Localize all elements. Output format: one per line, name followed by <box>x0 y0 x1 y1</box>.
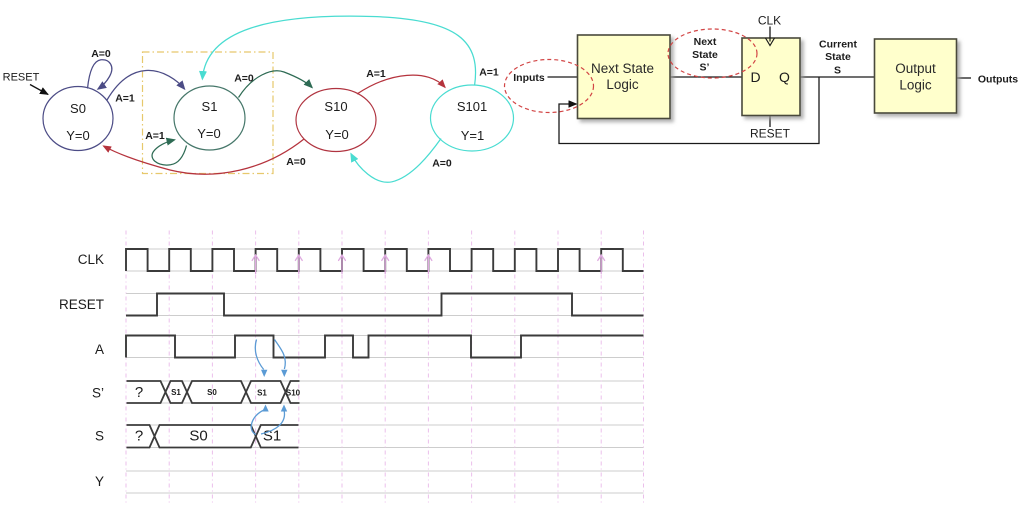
svg-text:Logic: Logic <box>899 77 932 92</box>
svg-text:S: S <box>834 65 841 77</box>
svg-text:S’: S’ <box>92 386 104 401</box>
svg-text:S1: S1 <box>202 99 218 114</box>
svg-text:A=1: A=1 <box>115 93 135 105</box>
svg-text:Y=1: Y=1 <box>461 128 485 143</box>
svg-text:S0: S0 <box>189 428 207 445</box>
svg-text:Inputs: Inputs <box>513 72 545 84</box>
svg-text:CLK: CLK <box>78 252 104 267</box>
svg-text:Y=0: Y=0 <box>325 127 349 142</box>
svg-text:S10: S10 <box>324 99 347 114</box>
svg-text:Y=0: Y=0 <box>66 128 90 143</box>
svg-text:RESET: RESET <box>3 72 40 84</box>
svg-text:Next State: Next State <box>591 61 654 76</box>
svg-text:Next: Next <box>694 36 717 48</box>
svg-text:A=1: A=1 <box>366 68 386 80</box>
svg-text:Logic: Logic <box>606 77 639 92</box>
svg-text:A=1: A=1 <box>145 130 165 142</box>
svg-text:S1: S1 <box>171 388 181 397</box>
svg-text:A=1: A=1 <box>479 67 499 79</box>
svg-text:A=0: A=0 <box>91 48 111 60</box>
svg-text:A=0: A=0 <box>432 158 452 170</box>
svg-text:Output: Output <box>895 61 936 76</box>
svg-text:S1: S1 <box>257 389 267 398</box>
svg-text:Y: Y <box>95 474 104 489</box>
svg-text:State: State <box>692 49 718 61</box>
svg-text:Current: Current <box>819 38 857 50</box>
svg-text:A=0: A=0 <box>234 73 254 85</box>
svg-text:A=0: A=0 <box>286 156 306 168</box>
svg-text:A: A <box>95 342 104 357</box>
svg-text:S0: S0 <box>207 388 217 397</box>
svg-text:?: ? <box>135 384 143 401</box>
svg-text:S10: S10 <box>286 389 301 398</box>
svg-text:State: State <box>825 51 851 63</box>
svg-text:Outputs: Outputs <box>978 74 1018 86</box>
svg-text:Q: Q <box>779 69 790 85</box>
svg-text:?: ? <box>135 428 143 445</box>
svg-text:S0: S0 <box>70 101 86 116</box>
svg-text:CLK: CLK <box>758 14 781 28</box>
svg-text:S’: S’ <box>700 61 710 73</box>
svg-text:S: S <box>95 429 104 444</box>
svg-text:Y=0: Y=0 <box>197 126 221 141</box>
svg-text:RESET: RESET <box>750 126 791 140</box>
svg-text:RESET: RESET <box>59 297 104 312</box>
svg-text:S101: S101 <box>457 99 487 114</box>
svg-text:D: D <box>750 69 760 85</box>
